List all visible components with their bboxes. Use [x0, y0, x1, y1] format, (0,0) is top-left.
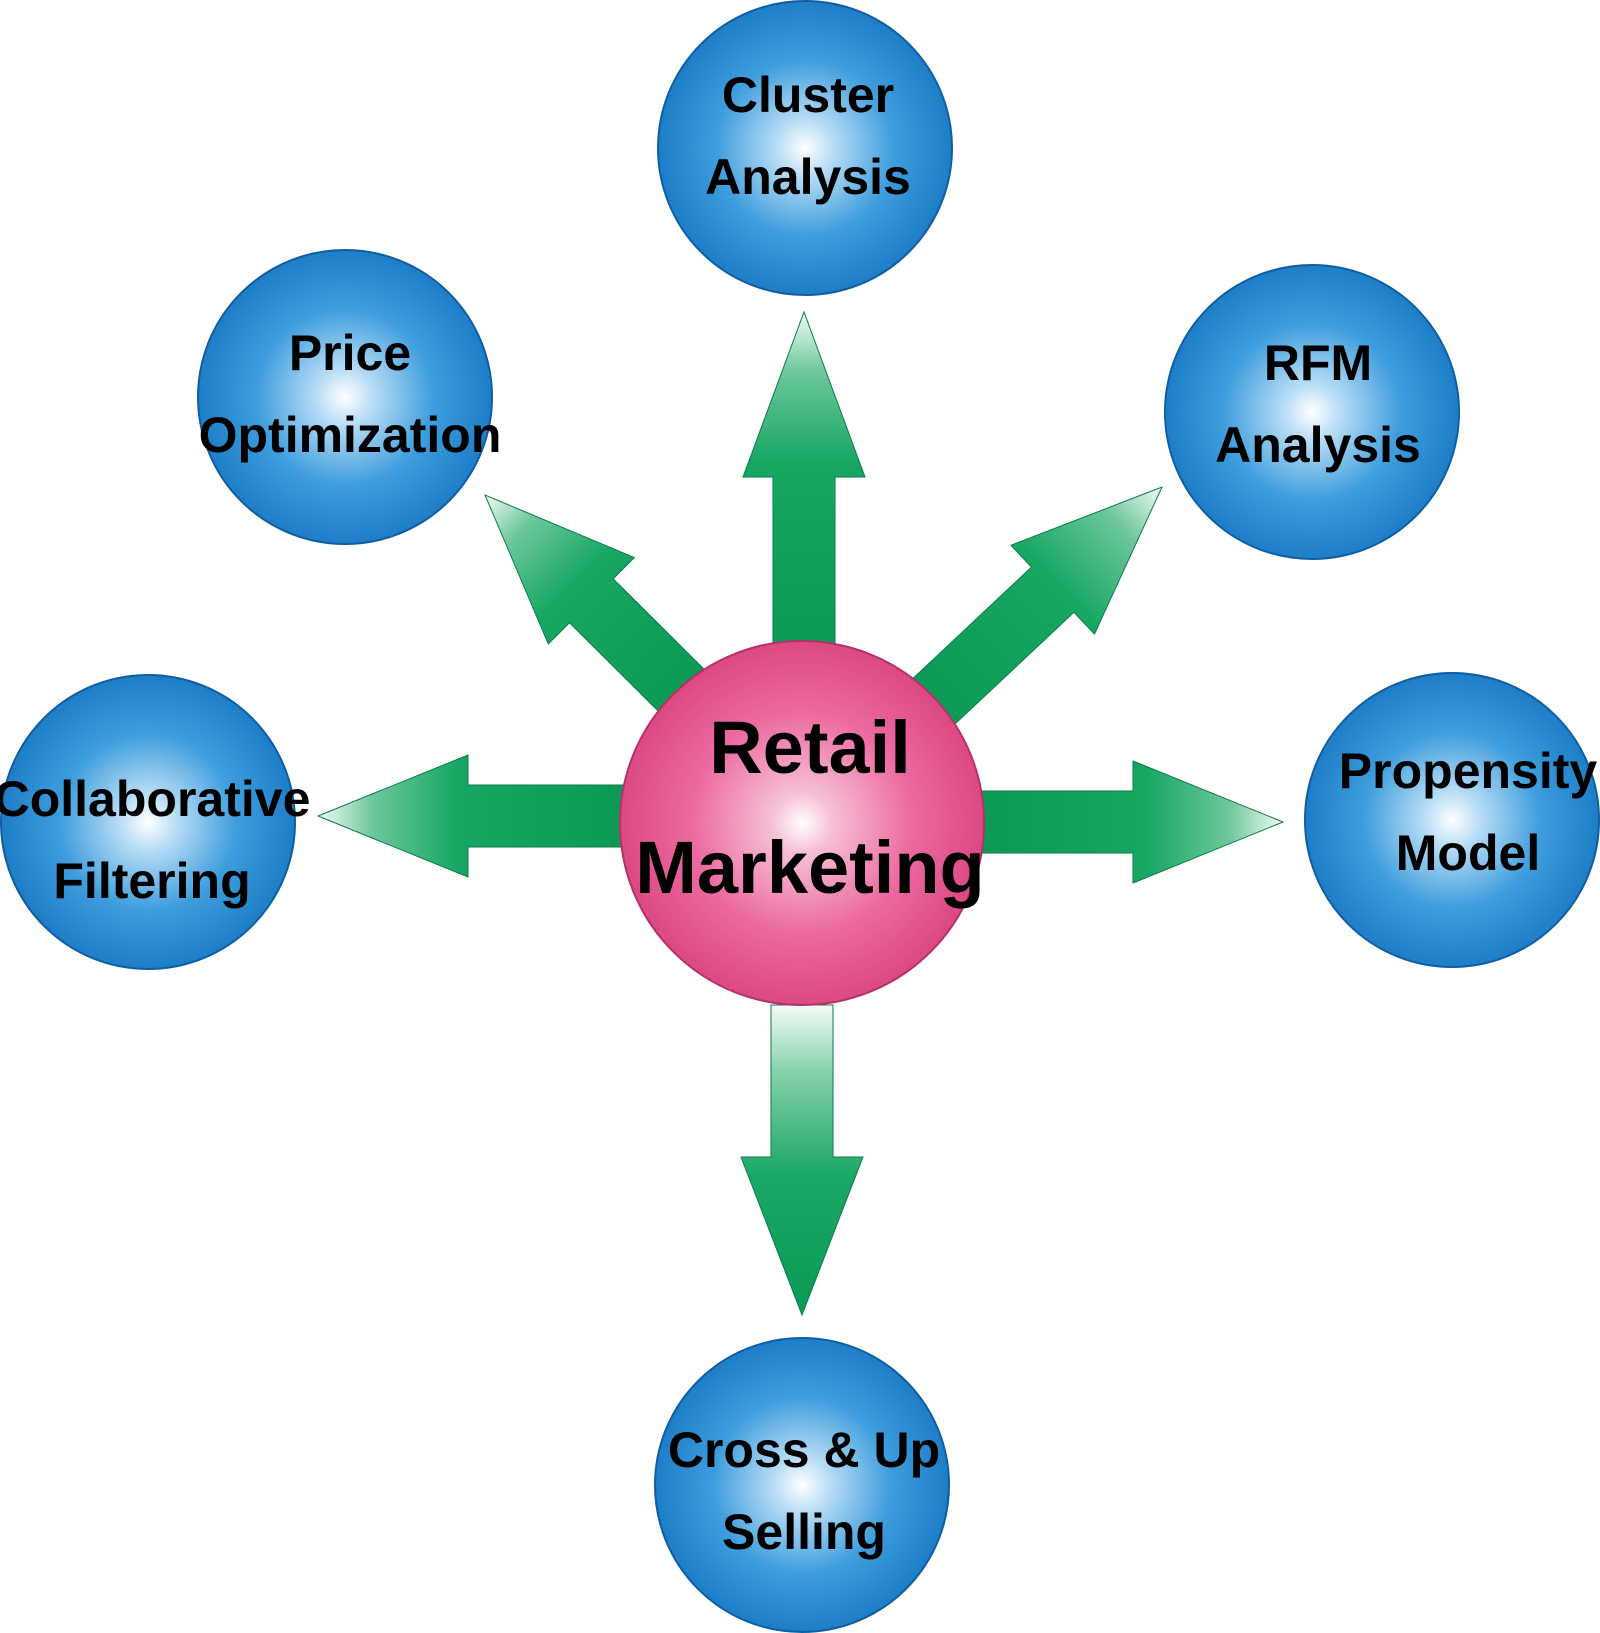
node-label-line1: Collaborative	[0, 771, 310, 827]
node-label-line2: Selling	[722, 1504, 886, 1560]
node-label-line1: RFM	[1264, 335, 1372, 391]
node-label-line1: Propensity	[1339, 743, 1598, 799]
arrow-to-price-optimization	[484, 494, 707, 716]
node-propensity-model: Propensity Model	[1304, 672, 1600, 968]
node-circle	[0, 674, 296, 970]
node-circle	[657, 0, 953, 296]
node-label-line1: Cluster	[722, 67, 894, 123]
node-label-line2: Optimization	[199, 407, 502, 463]
arrow-to-propensity-model	[979, 760, 1285, 884]
node-cross-up-selling: Cross & Up Selling	[654, 1337, 950, 1633]
arrow-to-collaborative-filtering	[316, 754, 626, 878]
node-label-line2: Model	[1396, 825, 1540, 881]
arrow-to-rfm-analysis	[908, 486, 1163, 729]
arrow-to-cluster-analysis	[742, 310, 866, 646]
arrows-layer	[316, 310, 1285, 1317]
node-circle	[197, 249, 493, 545]
hub-retail-marketing: Retail Marketing	[619, 640, 985, 1006]
node-circle	[1164, 264, 1460, 560]
node-label-line2: Filtering	[53, 853, 250, 909]
node-label-line1: Price	[289, 325, 411, 381]
node-price-optimization: Price Optimization	[197, 249, 502, 545]
node-circle	[654, 1337, 950, 1633]
arrow-to-cross-up-selling	[740, 1004, 864, 1317]
node-cluster-analysis: Cluster Analysis	[657, 0, 953, 296]
node-label-line2: Analysis	[705, 149, 911, 205]
node-circle	[1304, 672, 1600, 968]
hub-circle	[619, 640, 985, 1006]
node-collaborative-filtering: Collaborative Filtering	[0, 674, 310, 970]
hub-label-line2: Marketing	[635, 826, 985, 909]
hub-label-line1: Retail	[709, 706, 911, 789]
node-rfm-analysis: RFM Analysis	[1164, 264, 1460, 560]
node-label-line1: Cross & Up	[668, 1422, 940, 1478]
node-label-line2: Analysis	[1215, 417, 1421, 473]
